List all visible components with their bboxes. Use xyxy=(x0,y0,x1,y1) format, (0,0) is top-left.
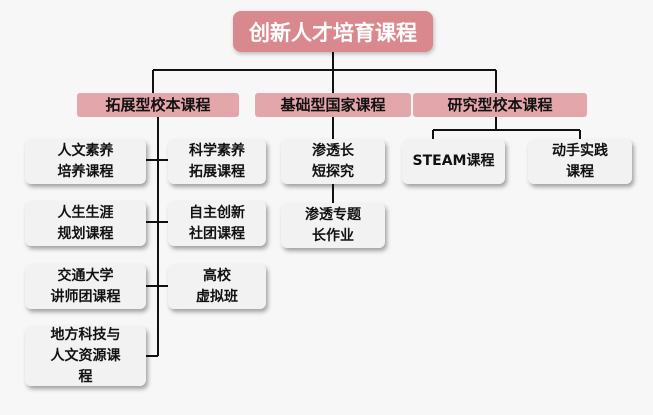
category-basic: 基础型国家课程 xyxy=(255,93,411,117)
node-career-planning: 人生生涯 规划课程 xyxy=(25,201,146,246)
node-virtual-class: 高校 虚拟班 xyxy=(168,264,266,309)
node-steam: STEAM课程 xyxy=(402,139,505,184)
node-jiaotong-lecturers: 交通大学 讲师团课程 xyxy=(25,264,146,309)
root-node: 创新人才培育课程 xyxy=(233,11,433,52)
category-research: 研究型校本课程 xyxy=(413,93,587,117)
node-humanities-literacy: 人文素养 培养课程 xyxy=(25,139,146,184)
node-hands-on: 动手实践 课程 xyxy=(528,139,632,184)
node-local-resources: 地方科技与 人文资源课 程 xyxy=(25,326,146,386)
category-extension: 拓展型校本课程 xyxy=(77,93,239,117)
node-innovation-club: 自主创新 社团课程 xyxy=(168,201,266,246)
node-science-literacy: 科学素养 拓展课程 xyxy=(168,139,266,184)
node-long-assignment: 渗透专题 长作业 xyxy=(281,203,385,248)
node-inquiry: 渗透长 短探究 xyxy=(281,139,385,184)
